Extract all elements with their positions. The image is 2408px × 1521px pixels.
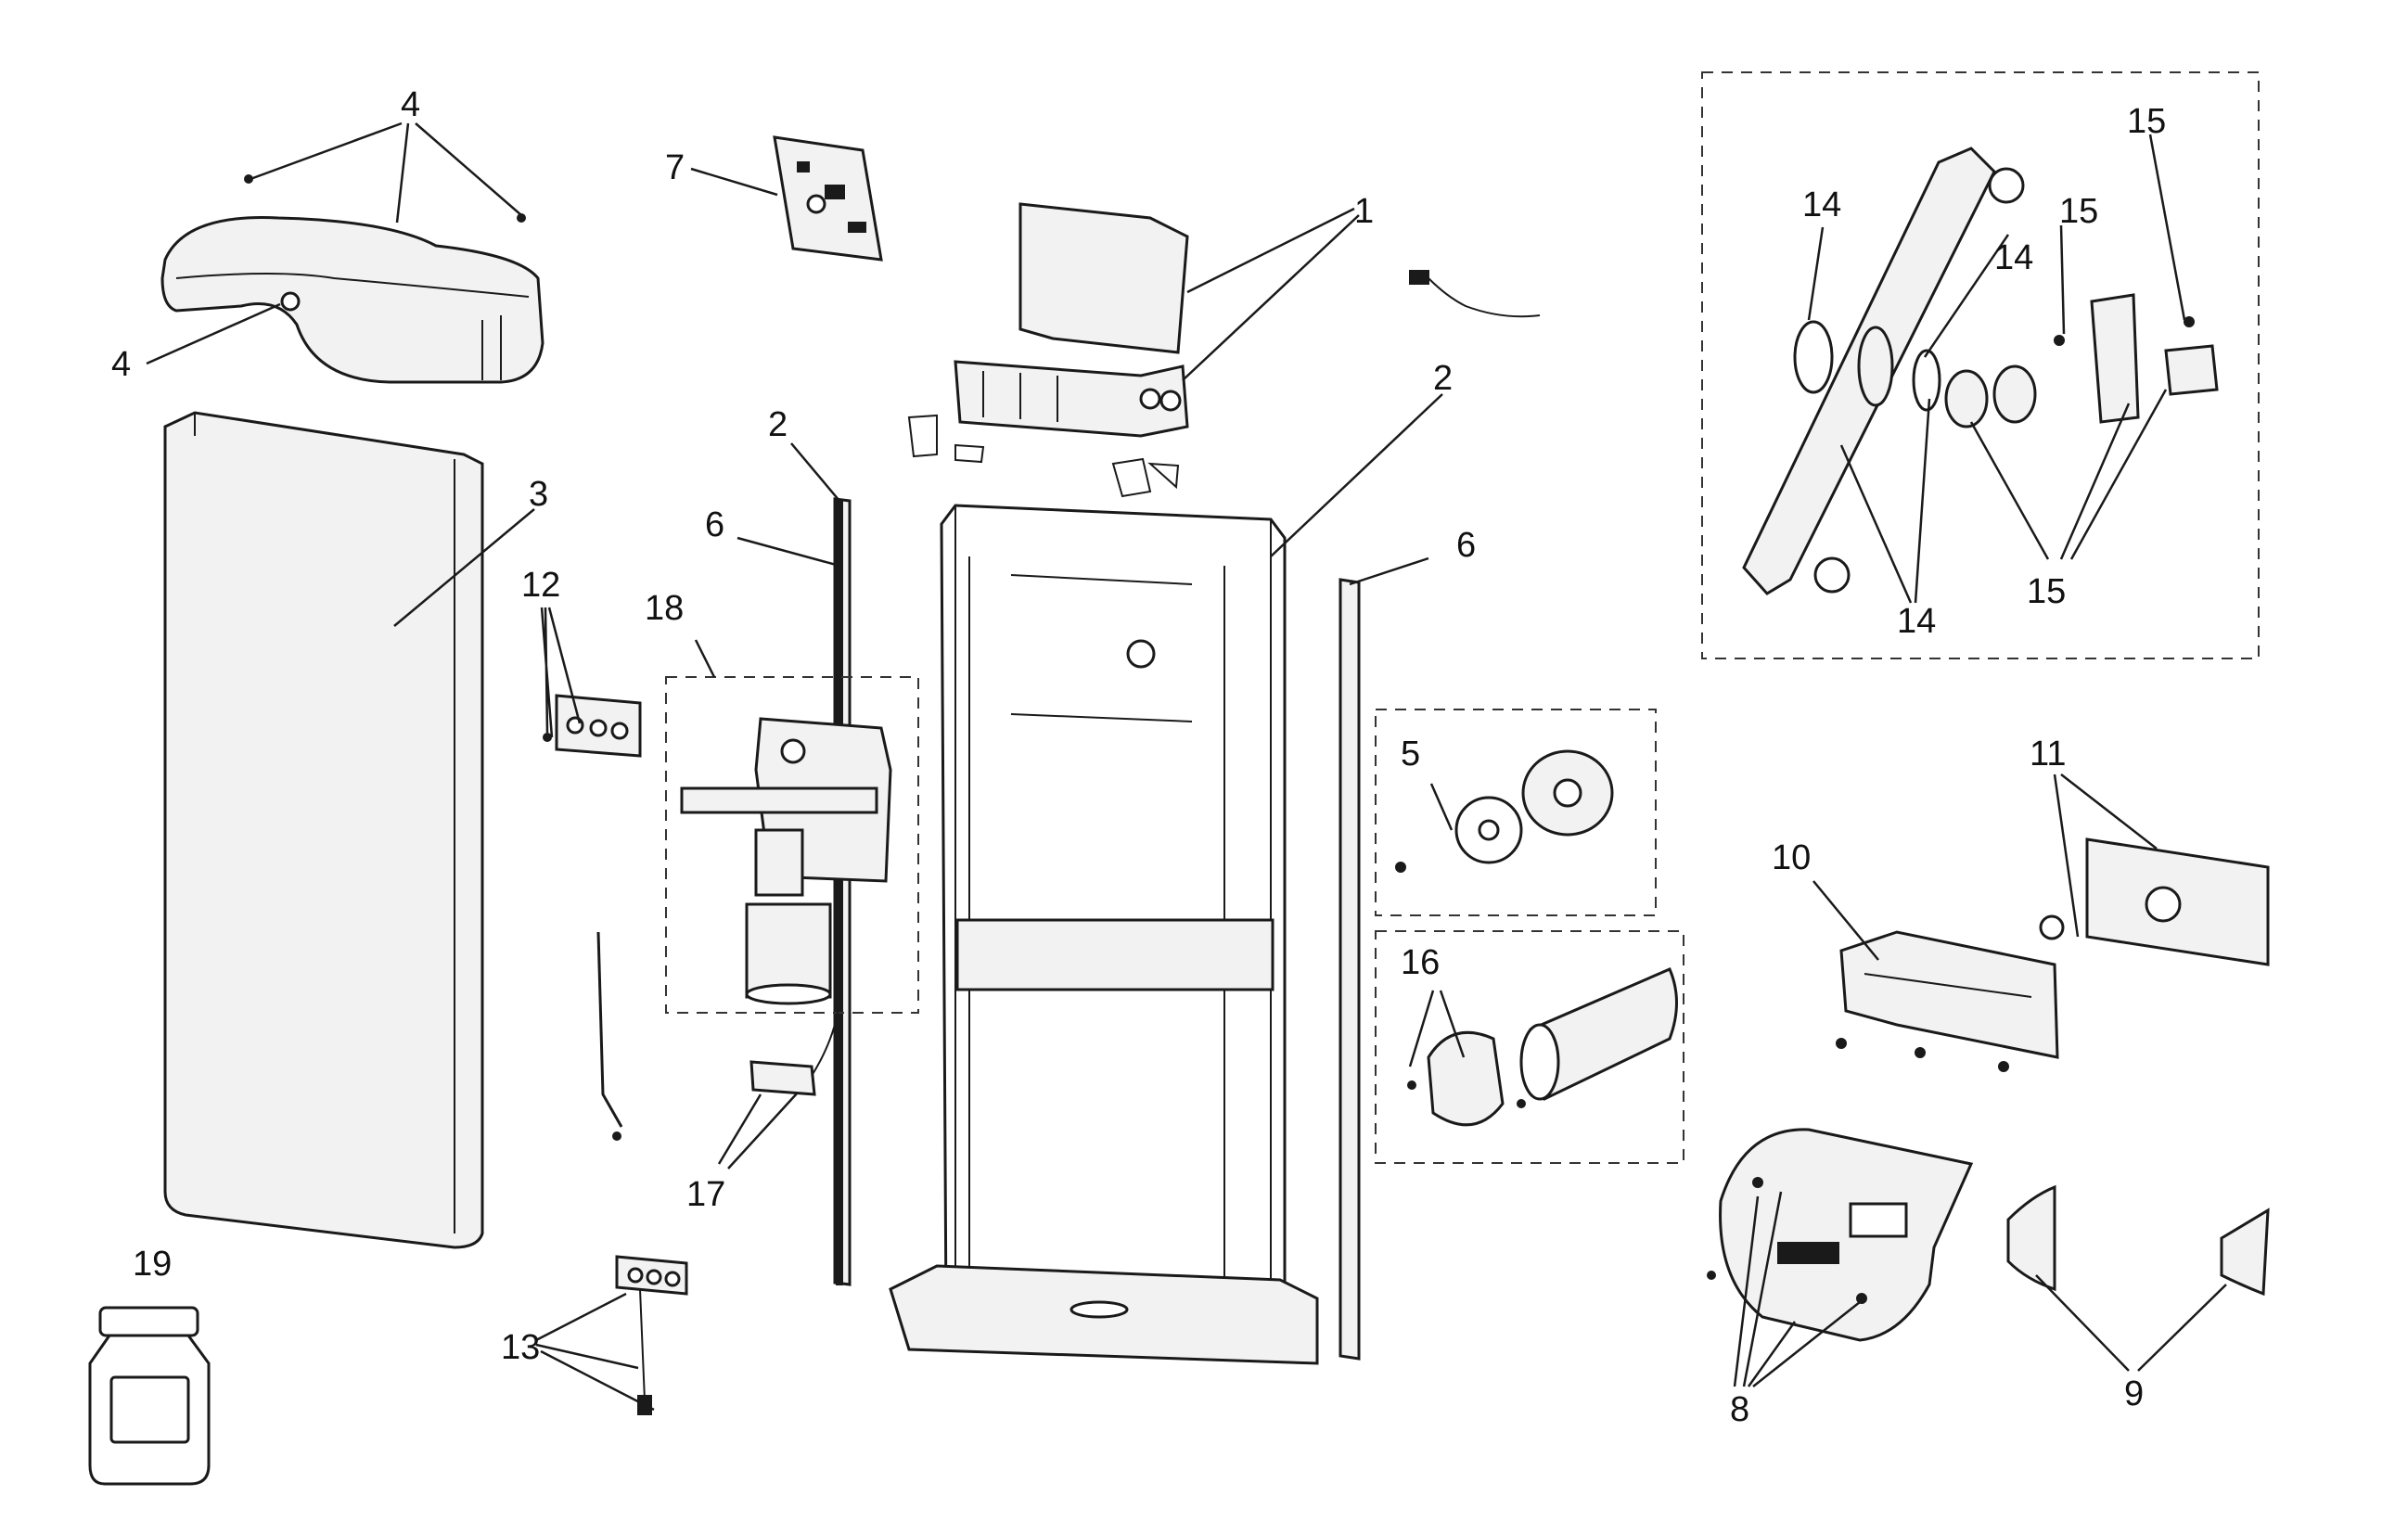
support-rod-part[interactable] [596, 931, 623, 1141]
callout-13: 13 [501, 1328, 540, 1367]
callout-5: 5 [1401, 735, 1420, 773]
motor-assembly-box [665, 676, 919, 1014]
callout-1: 1 [1354, 192, 1374, 231]
callout-2: 2 [1433, 359, 1453, 398]
callout-4: 4 [111, 345, 131, 384]
sensor-cable-part[interactable] [1409, 270, 1541, 318]
callout-2: 2 [768, 405, 788, 444]
end-cover-parts[interactable] [2006, 1184, 2270, 1297]
callout-8: 8 [1730, 1390, 1749, 1429]
callout-14: 14 [1897, 602, 1936, 641]
callout-6: 6 [705, 505, 724, 544]
door-panel-part[interactable] [163, 411, 484, 1249]
callout-17: 17 [686, 1175, 725, 1214]
callout-6: 6 [1456, 526, 1476, 565]
capacitor-part[interactable] [749, 1001, 840, 1096]
bearing-rings-part[interactable] [1793, 320, 2037, 428]
lever-assembly-box [1701, 71, 2260, 659]
callout-19: 19 [133, 1245, 172, 1284]
motor-assembly-part[interactable] [680, 717, 892, 1005]
callout-16: 16 [1401, 943, 1440, 982]
callout-18: 18 [645, 589, 684, 628]
callout-11: 11 [2030, 735, 2066, 773]
lever-arm-part[interactable] [1742, 147, 2025, 595]
seal-strip-left-part[interactable] [833, 497, 852, 1286]
top-cover-part[interactable] [160, 174, 544, 384]
callout-3: 3 [529, 475, 548, 514]
lower-bracket-part[interactable] [615, 1255, 688, 1415]
end-housing-part[interactable] [1707, 1128, 1974, 1342]
callout-12: 12 [521, 566, 560, 605]
hub-assembly-box [1375, 709, 1657, 916]
hub-assembly-part[interactable] [1395, 749, 1614, 873]
callout-10: 10 [1772, 838, 1811, 877]
callout-14: 14 [1994, 238, 2033, 277]
callout-15: 15 [2027, 572, 2066, 611]
callout-labels: 1 2 2 3 4 4 5 6 6 7 8 9 10 11 12 13 14 1… [111, 85, 2166, 1429]
callout-7: 7 [665, 148, 685, 187]
callout-15: 15 [2127, 102, 2166, 141]
mounting-bracket-part[interactable] [1836, 930, 2059, 1072]
limit-switch-part[interactable] [2054, 293, 2219, 424]
seal-strip-right-part[interactable] [1338, 578, 1361, 1361]
callout-15: 15 [2059, 192, 2098, 231]
flange-plate-part[interactable] [2039, 837, 2270, 966]
boom-adapter-box [1375, 930, 1684, 1164]
control-box-part[interactable] [907, 202, 1189, 498]
boom-adapter-part[interactable] [1407, 967, 1678, 1127]
callout-9: 9 [2124, 1374, 2144, 1413]
callout-14: 14 [1802, 185, 1841, 224]
main-cabinet-frame[interactable] [889, 504, 1319, 1365]
leader-lines [146, 121, 2227, 1412]
callout-4: 4 [401, 85, 420, 124]
control-board-part[interactable] [773, 135, 883, 262]
grease-jar-part[interactable] [88, 1306, 211, 1486]
bracket-plate-part[interactable] [543, 694, 642, 758]
